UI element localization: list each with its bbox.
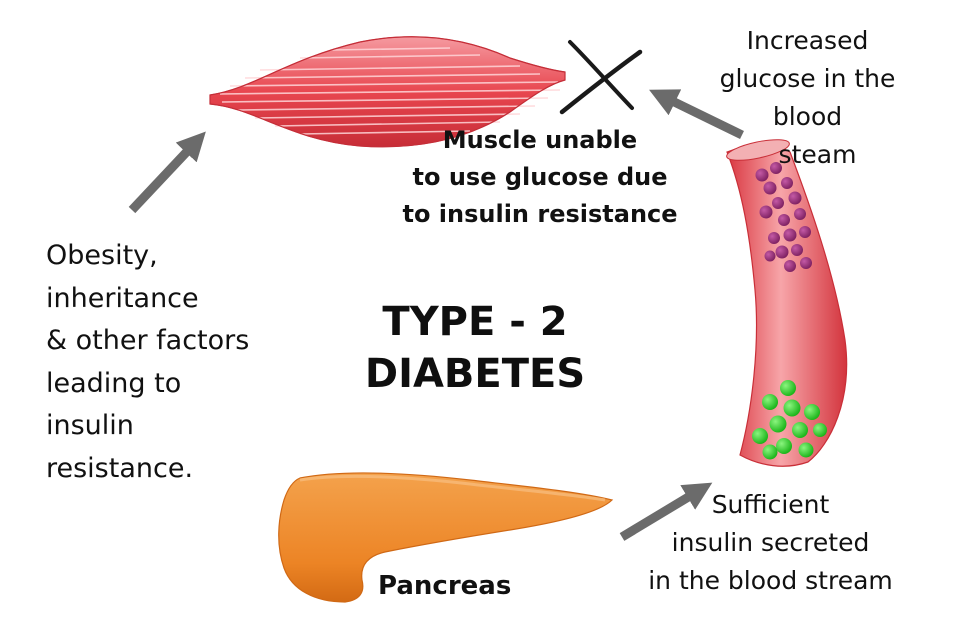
insulin-particles (752, 380, 827, 460)
muscle-caption-line-2: to use glucose due (412, 163, 668, 191)
cross-mark-icon (559, 40, 643, 115)
glucose-caption-line-3: blood (772, 102, 843, 131)
arrow-vessel-to-muscle (649, 89, 744, 140)
pancreas-label: Pancreas (378, 571, 512, 601)
insulin-caption: Sufficient insulin secreted in the blood… (628, 486, 913, 600)
insulin-caption-line-2: insulin secreted (671, 528, 870, 557)
glucose-particles (755, 162, 812, 272)
glucose-caption-line-2: glucose in the (719, 64, 896, 93)
factors-caption-line-5: insulin (46, 410, 134, 442)
factors-caption-line-3: & other factors (46, 325, 250, 357)
glucose-caption-line-1: Increased (746, 26, 869, 55)
blood-vessel-icon (726, 139, 848, 467)
insulin-caption-line-1: Sufficient (711, 490, 830, 519)
arrow-factors-to-muscle (128, 131, 206, 214)
factors-caption-line-1: Obesity, (46, 240, 158, 271)
diagram-title: TYPE - 2 DIABETES (345, 296, 605, 400)
glucose-caption: Increased glucose in the blood steam (700, 22, 915, 174)
insulin-caption-line-3: in the blood stream (648, 566, 893, 595)
pancreas-icon (278, 472, 614, 603)
factors-caption-line-2: inheritance (46, 282, 199, 314)
title-line-2: DIABETES (364, 351, 586, 397)
glucose-caption-line-4: steam (778, 140, 857, 169)
arrow-pancreas-to-vessel (619, 482, 713, 541)
muscle-fiber-icon (209, 36, 566, 148)
cycle-arrows (128, 89, 744, 541)
factors-caption-line-6: resistance. (46, 452, 194, 484)
muscle-caption-line-1: Muscle unable (442, 126, 638, 154)
muscle-caption-line-3: to insulin resistance (402, 200, 678, 228)
factors-caption-line-4: leading to (46, 367, 182, 399)
title-line-1: TYPE - 2 (382, 299, 568, 345)
factors-caption: Obesity, inheritance & other factors lea… (46, 235, 249, 491)
muscle-caption: Muscle unable to use glucose due to insu… (385, 122, 695, 233)
